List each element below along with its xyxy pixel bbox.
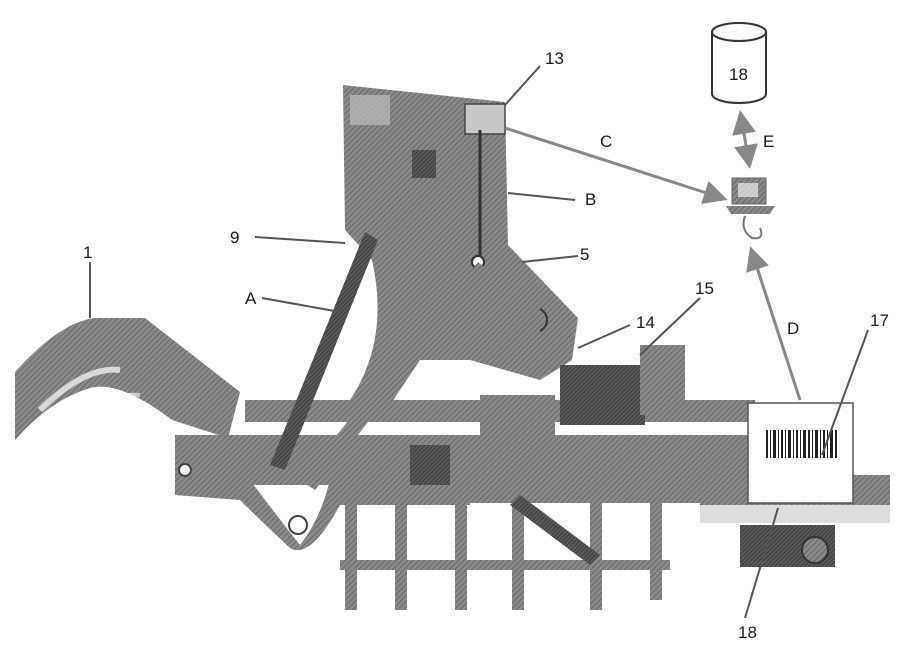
link-e-arrow [732,110,758,169]
barcode-label-box [747,402,854,504]
infeed-conveyor [15,318,240,440]
reference-labels: 1 9 A 13 B C 5 14 15 18 E D 17 18 [83,49,889,642]
label-e: E [763,132,774,151]
link-d-arrow [746,246,802,401]
label-b: B [585,190,596,209]
link-c-arrow [504,126,728,204]
label-a: A [245,289,257,308]
label-1: 1 [83,243,92,262]
label-5: 5 [580,245,589,264]
database-icon [711,22,767,104]
main-conveyor-frame [175,400,890,610]
label-c: C [600,132,612,151]
label-database-18: 18 [729,65,748,84]
label-13: 13 [545,49,564,68]
label-17: 17 [870,311,889,330]
computer-icon [726,177,775,240]
barcode [766,430,837,458]
drive-unit [480,345,685,435]
label-bottom-18: 18 [738,623,757,642]
label-14: 14 [636,313,655,332]
label-d: D [787,319,799,338]
leader-lines [89,65,869,619]
machine-tower [300,85,578,490]
label-15: 15 [695,279,714,298]
data-links [504,110,802,401]
label-9: 9 [230,228,239,247]
rod-arm [270,232,378,470]
